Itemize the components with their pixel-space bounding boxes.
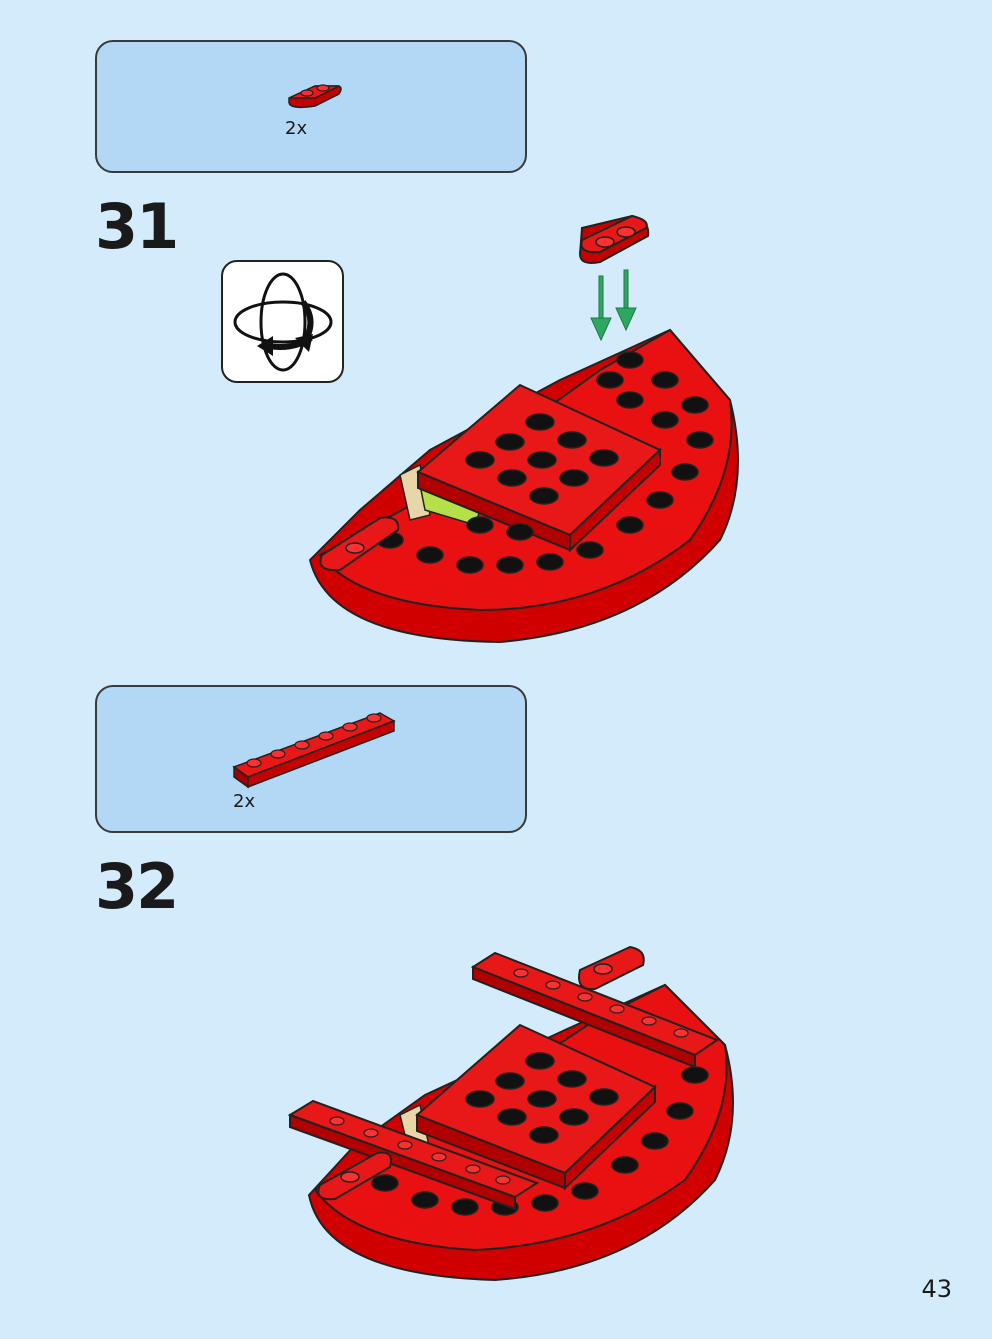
step-31-quantity: 2x: [285, 118, 308, 139]
placement-arrows: [590, 269, 637, 342]
square-plate-studs: [465, 413, 619, 505]
rotate-model-box: [221, 260, 344, 383]
step-32-model-illustration: [287, 945, 734, 1282]
step-32-quantity: 2x: [233, 791, 256, 812]
step-31-parts-callout: 2x: [95, 40, 527, 173]
step-31-model-illustration: [308, 214, 739, 644]
base-studs: [376, 351, 714, 574]
falling-rounded-plate: [578, 214, 650, 264]
rotate-model-icon: [233, 272, 333, 372]
red-1x2-rounded-plate-icon: [288, 84, 342, 109]
step-32-parts-callout: 2x: [95, 685, 527, 833]
square-plate-studs-32: [465, 1052, 619, 1144]
step-31-number: 31: [95, 190, 179, 263]
placed-1x6-plate-top: [470, 951, 720, 1069]
page-number: 43: [921, 1275, 952, 1303]
placed-1x6-plate-bottom: [287, 1099, 540, 1211]
red-1x6-plate-icon: [232, 712, 396, 789]
step-32-number: 32: [95, 850, 179, 923]
